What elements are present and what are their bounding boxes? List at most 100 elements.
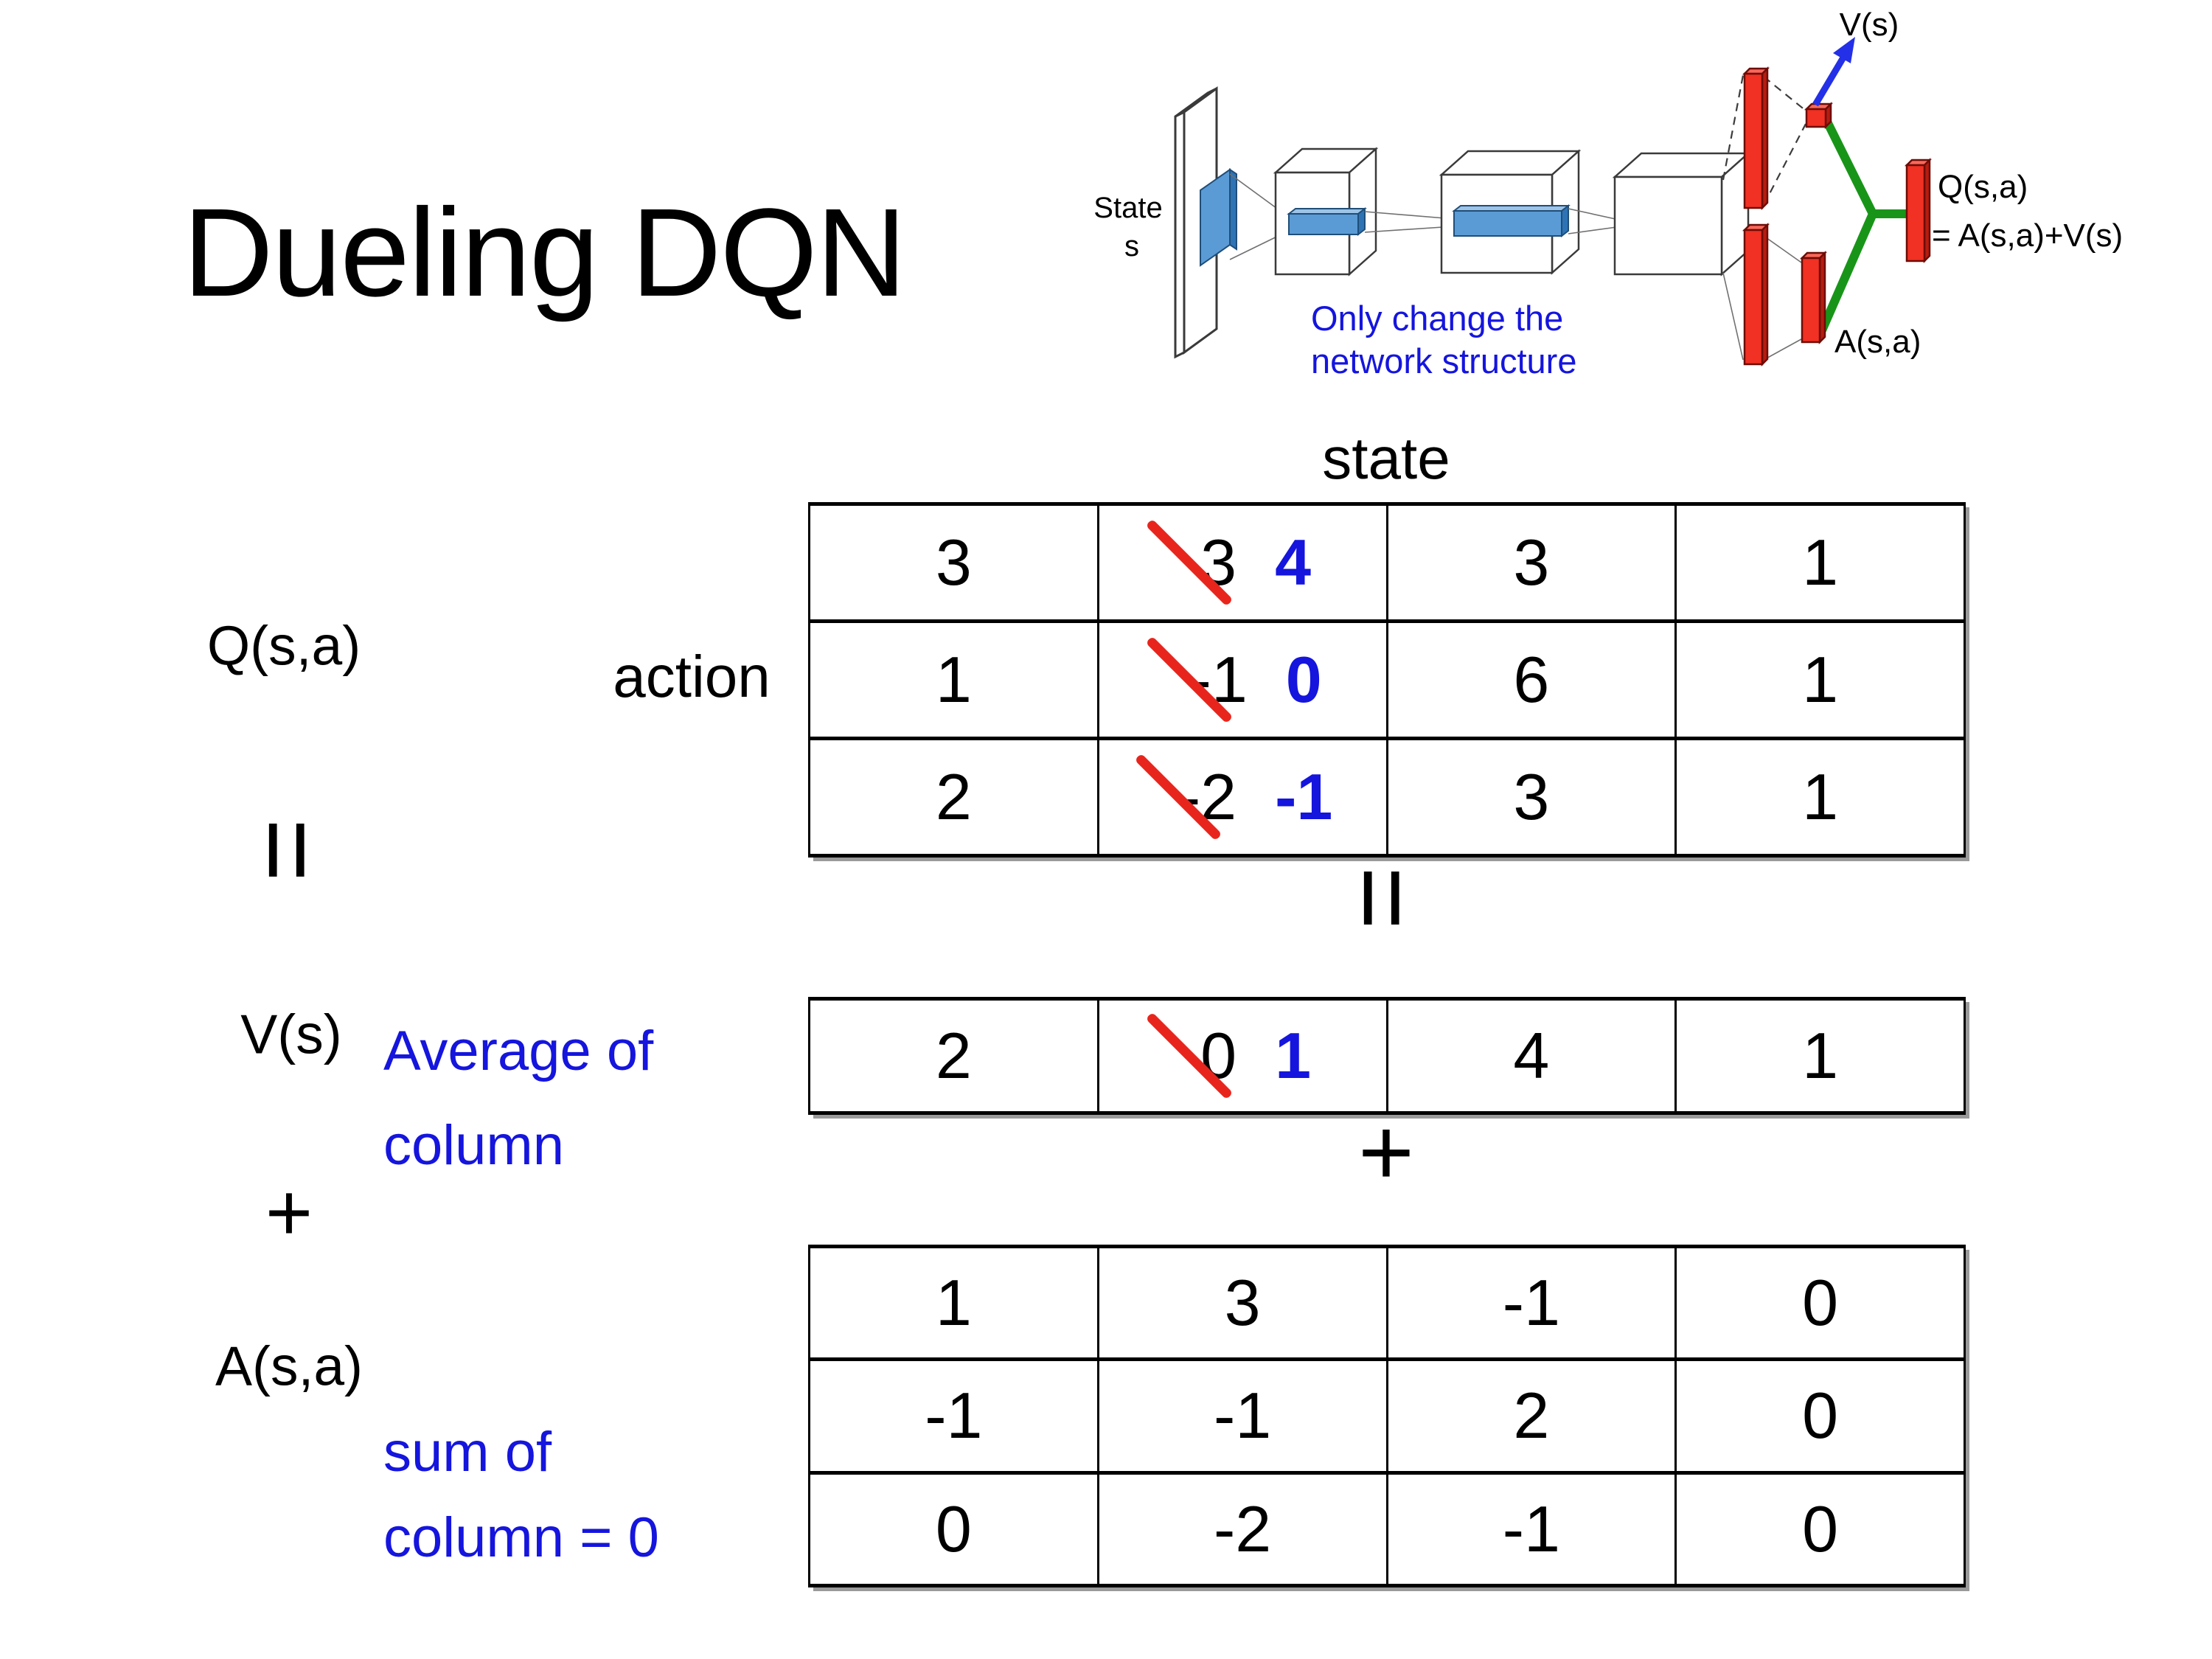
q-table-cell-1-1: -1 0	[1099, 623, 1388, 737]
v-table-cell-0-2: 4	[1388, 1001, 1677, 1111]
note-line: column = 0	[383, 1506, 659, 1569]
v-scalar-box	[1804, 101, 1834, 130]
v-arrow-line	[1812, 55, 1846, 107]
aggregator-link-lower	[1818, 212, 1877, 333]
diagram-q-output-label: Q(s,a)	[1938, 169, 2028, 205]
cube3-front	[1613, 175, 1723, 276]
a-table-cell-2-0: 0	[810, 1474, 1099, 1584]
diagram-note-line2: network structure	[1311, 341, 1576, 380]
box1-top	[1287, 208, 1367, 215]
new-value: -1	[1275, 760, 1333, 833]
q-output-bar	[1904, 157, 1933, 264]
diagram-v-output-label: V(s)	[1840, 7, 1899, 43]
diagram-state-label: State	[1093, 192, 1162, 224]
advantage-stream-fc-bar	[1742, 222, 1770, 367]
v-term-label: V(s)	[240, 1003, 342, 1065]
diagram-q-formula: = A(s,a)+V(s)	[1932, 218, 2123, 254]
equals-sign-left: =	[227, 818, 349, 883]
box2-top	[1452, 205, 1571, 212]
q-table-cell-2-1: -2 -1	[1099, 740, 1388, 854]
a-term-label: A(s,a)	[215, 1335, 364, 1397]
a-table-cell-1-1: -1	[1099, 1361, 1388, 1471]
network-architecture-diagram: State s V(s) Q(s,a) = A(s,a)+V(s) A(s,a)…	[1093, 7, 2123, 380]
solid-connection	[1722, 272, 1744, 361]
q-table-cell-2-0: 2	[810, 740, 1099, 854]
fc-layer-cube	[1612, 151, 1751, 276]
fan-line	[1568, 208, 1623, 221]
q-table-cell-0-3: 1	[1802, 526, 1839, 599]
q-table-cell-1-3: 1	[1802, 643, 1839, 716]
bar-front	[1743, 229, 1764, 366]
a-table-cell-1-0: -1	[810, 1361, 1099, 1471]
input-plane-side	[1174, 110, 1186, 359]
slide-title: Dueling DQN	[183, 183, 906, 323]
dashed-connection	[1763, 123, 1806, 206]
q-table-cell-1-0: 1	[810, 623, 1099, 737]
equals-sign-middle: =	[1322, 866, 1444, 931]
box1-front	[1288, 213, 1359, 235]
q-term-label: Q(s,a)	[206, 614, 361, 677]
a-vector-bar	[1799, 250, 1828, 345]
diagram-note-line1: Only change the	[1311, 299, 1563, 338]
box1-side	[1357, 206, 1366, 237]
dashed-connection	[1722, 74, 1745, 181]
aggregator-link-upper	[1823, 121, 1907, 218]
diagram-state-s-label: s	[1124, 230, 1139, 262]
a-table-cell-2-2: -1	[1388, 1474, 1677, 1584]
note-line: Average of	[383, 1020, 654, 1082]
q-table-cell-2-3: 1	[1802, 760, 1839, 833]
fan-line	[1568, 226, 1623, 234]
solid-connection	[1763, 338, 1802, 361]
a-table-cell-0-1: 3	[1099, 1248, 1388, 1358]
corrected-value-pair: -1 0	[1145, 636, 1322, 724]
a-table-cell-1-3: 0	[1802, 1379, 1839, 1453]
note-line: column	[383, 1114, 564, 1177]
a-table-cell-2-1: -2	[1099, 1474, 1388, 1584]
new-value: 0	[1285, 643, 1322, 716]
crossed-out-value: 3	[1145, 518, 1237, 607]
q-table-cell-1-2: 6	[1388, 623, 1677, 737]
bar-front	[1743, 72, 1764, 209]
solid-connection	[1763, 235, 1802, 263]
box2-front	[1453, 210, 1562, 237]
v-table-cell-0-3: 1	[1802, 1019, 1839, 1092]
crossed-out-value: -2	[1134, 753, 1237, 841]
plus-sign-middle: +	[1358, 1098, 1414, 1206]
state-header: state	[1322, 425, 1450, 491]
q-table-cell-2-2: 3	[1388, 740, 1677, 854]
dashed-connection	[1763, 76, 1806, 111]
vbox-front	[1805, 108, 1827, 128]
new-value: 1	[1275, 1019, 1312, 1092]
diagram-a-output-label: A(s,a)	[1834, 324, 1921, 360]
sum-of-column-note: sum of column = 0	[383, 1425, 659, 1596]
box2-side	[1561, 204, 1569, 238]
abar-front	[1801, 257, 1821, 344]
a-table-cell-0-0: 1	[810, 1248, 1099, 1358]
patch-side	[1229, 168, 1237, 251]
q-table-row-2: 2 -2 -1 3 1	[810, 740, 1964, 854]
feature-map-box-2	[1452, 204, 1571, 238]
new-value: 4	[1275, 526, 1312, 599]
action-header: action	[613, 644, 771, 709]
fan-line	[1364, 211, 1455, 220]
corrected-value-pair: -2 -1	[1134, 753, 1333, 841]
crossed-out-value: -1	[1145, 636, 1248, 724]
v-arrow-head-icon	[1833, 37, 1855, 63]
v-table-cell-0-0: 2	[810, 1001, 1099, 1111]
note-line: sum of	[383, 1421, 552, 1484]
q-table-cell-0-0: 3	[810, 506, 1099, 619]
a-table-cell-0-2: -1	[1388, 1248, 1677, 1358]
fan-line	[1364, 226, 1455, 233]
